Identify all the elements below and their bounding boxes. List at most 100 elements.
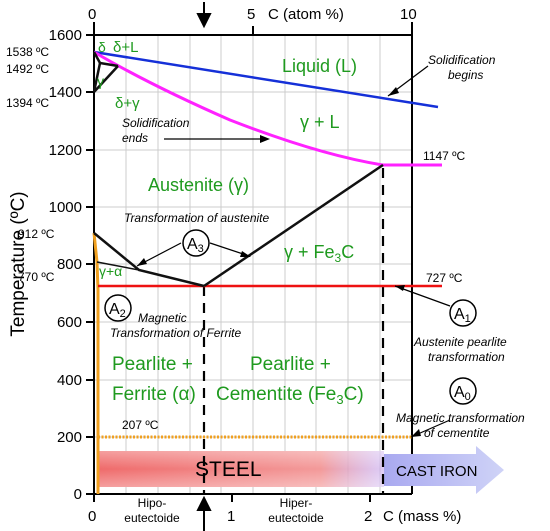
- gamma-fe3c-tail: C: [341, 242, 354, 262]
- top-tick-0: 0: [88, 6, 96, 23]
- critical-temperature-labels: 1538 ºC 1492 ºC 1394 ºC 912 ºC 770 ºC 11…: [6, 45, 466, 432]
- ferrite-solvus-line: [96, 261, 140, 271]
- y-tick-0: 0: [74, 486, 82, 503]
- y-tick-800: 800: [57, 256, 82, 273]
- a3-main: A: [187, 236, 198, 253]
- pearlite-cementite-sub: 3: [336, 392, 343, 407]
- hipo-label-2: eutectoide: [124, 511, 180, 525]
- hipo-label-1: Hipo-: [138, 496, 167, 510]
- bottom-tick-2: 2: [364, 508, 372, 525]
- a2-marker: A2: [104, 294, 132, 322]
- arrow-heads: [137, 87, 421, 437]
- transformation-austenite: Transformation of austenite: [124, 211, 270, 225]
- austenite-label: Austenite (γ): [148, 175, 249, 195]
- steel-bar: STEEL: [98, 451, 384, 487]
- magnetic-ferrite-1: Magnetic: [138, 311, 187, 325]
- delta-l-label: δ+L: [113, 39, 138, 56]
- a0-marker: A0: [449, 377, 477, 405]
- axes-frame: [93, 22, 413, 495]
- y-tick-600: 600: [57, 314, 82, 331]
- solidification-begins-1: Solidification: [428, 53, 496, 67]
- y-tick-200: 200: [57, 429, 82, 446]
- t727-label: 727 ºC: [426, 271, 463, 285]
- y-tick-1000: 1000: [49, 199, 82, 216]
- austenite-pearlite-1: Austenite pearlite: [413, 335, 507, 349]
- hiper-label-1: Hiper-: [280, 496, 313, 510]
- grid: [94, 35, 412, 494]
- gamma-fe3c-sub: 3: [335, 251, 342, 265]
- y-tick-labels: 0 200 400 600 800 1000 1200 1400 1600: [49, 27, 82, 503]
- bottom-tick-labels: 0 1 2 C (mass %): [88, 508, 461, 525]
- y-axis-label: Temperature (ºC): [8, 191, 29, 336]
- a1-sub: 1: [465, 313, 471, 325]
- cast-iron-arrow: CAST IRON: [384, 446, 504, 494]
- gamma-alpha-label: γ+α: [99, 263, 122, 279]
- gamma-small-label: γ: [97, 73, 104, 89]
- pointer-arrows: [110, 65, 451, 438]
- eutectoid-arrow-bottom-icon: [196, 495, 212, 531]
- gamma-fe3c-main: γ + Fe: [284, 242, 335, 262]
- acm-line: [203, 163, 384, 288]
- delta-label: δ: [98, 39, 106, 55]
- a3-marker: A3: [182, 229, 210, 257]
- cast-iron-label: CAST IRON: [396, 463, 477, 480]
- bottom-tick-1: 1: [227, 508, 235, 525]
- dashed-lines: [202, 168, 385, 494]
- a3-label: A3: [187, 236, 204, 255]
- delta-gamma-label: δ+γ: [115, 95, 140, 112]
- magnetic-cementite-1: Magnetic transformation: [396, 411, 525, 425]
- solidification-begins-2: begins: [448, 68, 483, 82]
- t912-label: 912 ºC: [18, 227, 55, 241]
- gamma-fe3c-label: γ + Fe3C: [284, 242, 354, 265]
- a1-main: A: [454, 306, 465, 323]
- bottom-tick-marks: [93, 494, 371, 502]
- solidus-line: [93, 50, 442, 167]
- t770-label: 770 ºC: [18, 270, 55, 284]
- hiper-label-2: eutectoide: [268, 511, 324, 525]
- liquidus-line: [93, 50, 439, 109]
- a3-sub: 3: [198, 243, 204, 255]
- phase-labels: δ δ+L γ δ+γ Liquid (L) γ + L Austenite (…: [97, 39, 364, 407]
- orange-ferrite-line: [92, 232, 100, 494]
- a0-label: A0: [454, 384, 471, 403]
- bottom-axis-unit: C (mass %): [383, 508, 461, 525]
- y-tick-1200: 1200: [49, 142, 82, 159]
- pearlite-ferrite-line2: Ferrite (α): [112, 384, 196, 405]
- top-axis-unit: C (atom %): [268, 6, 344, 23]
- y-tick-marks: [86, 34, 94, 495]
- a0-main: A: [454, 384, 465, 401]
- pearlite-cementite-line2: Cementite (Fe3C): [216, 384, 364, 407]
- y-tick-1600: 1600: [49, 27, 82, 44]
- top-tick-10: 10: [400, 6, 417, 23]
- y-tick-1400: 1400: [49, 84, 82, 101]
- a2-main: A: [109, 301, 120, 318]
- t1538-label: 1538 ºC: [6, 45, 49, 59]
- top-tick-marks: [93, 22, 413, 35]
- top-tick-5: 5: [247, 6, 255, 23]
- magnetic-ferrite-2: Transformation of Ferrite: [110, 326, 241, 340]
- a2-label: A2: [109, 301, 126, 320]
- bottom-region-labels: Hipo- eutectoide Hiper- eutectoide: [124, 496, 324, 525]
- liquid-label: Liquid (L): [282, 56, 357, 76]
- solidification-ends-1: Solidification: [122, 116, 190, 130]
- a2-sub: 2: [120, 308, 126, 320]
- austenite-pearlite-2: transformation: [428, 350, 505, 364]
- bottom-tick-0: 0: [88, 508, 96, 525]
- pearlite-cementite-line1: Pearlite +: [250, 354, 331, 375]
- t1147-label: 1147 ºC: [423, 149, 466, 163]
- solidification-ends-2: ends: [122, 131, 148, 145]
- magnetic-cementite-2: of cementite: [424, 426, 490, 440]
- a0-sub: 0: [465, 391, 471, 403]
- steel-label: STEEL: [195, 458, 262, 481]
- gamma-l-label: γ + L: [300, 112, 340, 132]
- a1-label: A1: [454, 306, 471, 325]
- pearlite-ferrite-line1: Pearlite +: [112, 354, 193, 375]
- y-tick-400: 400: [57, 372, 82, 389]
- notes: Solidification begins Solidification end…: [110, 53, 525, 440]
- t207-label: 207 ºC: [122, 418, 159, 432]
- a1-marker: A1: [449, 299, 477, 327]
- t1394-label: 1394 ºC: [6, 96, 49, 110]
- t1492-label: 1492 ºC: [6, 62, 49, 76]
- eutectoid-arrow-top-icon: [196, 2, 212, 29]
